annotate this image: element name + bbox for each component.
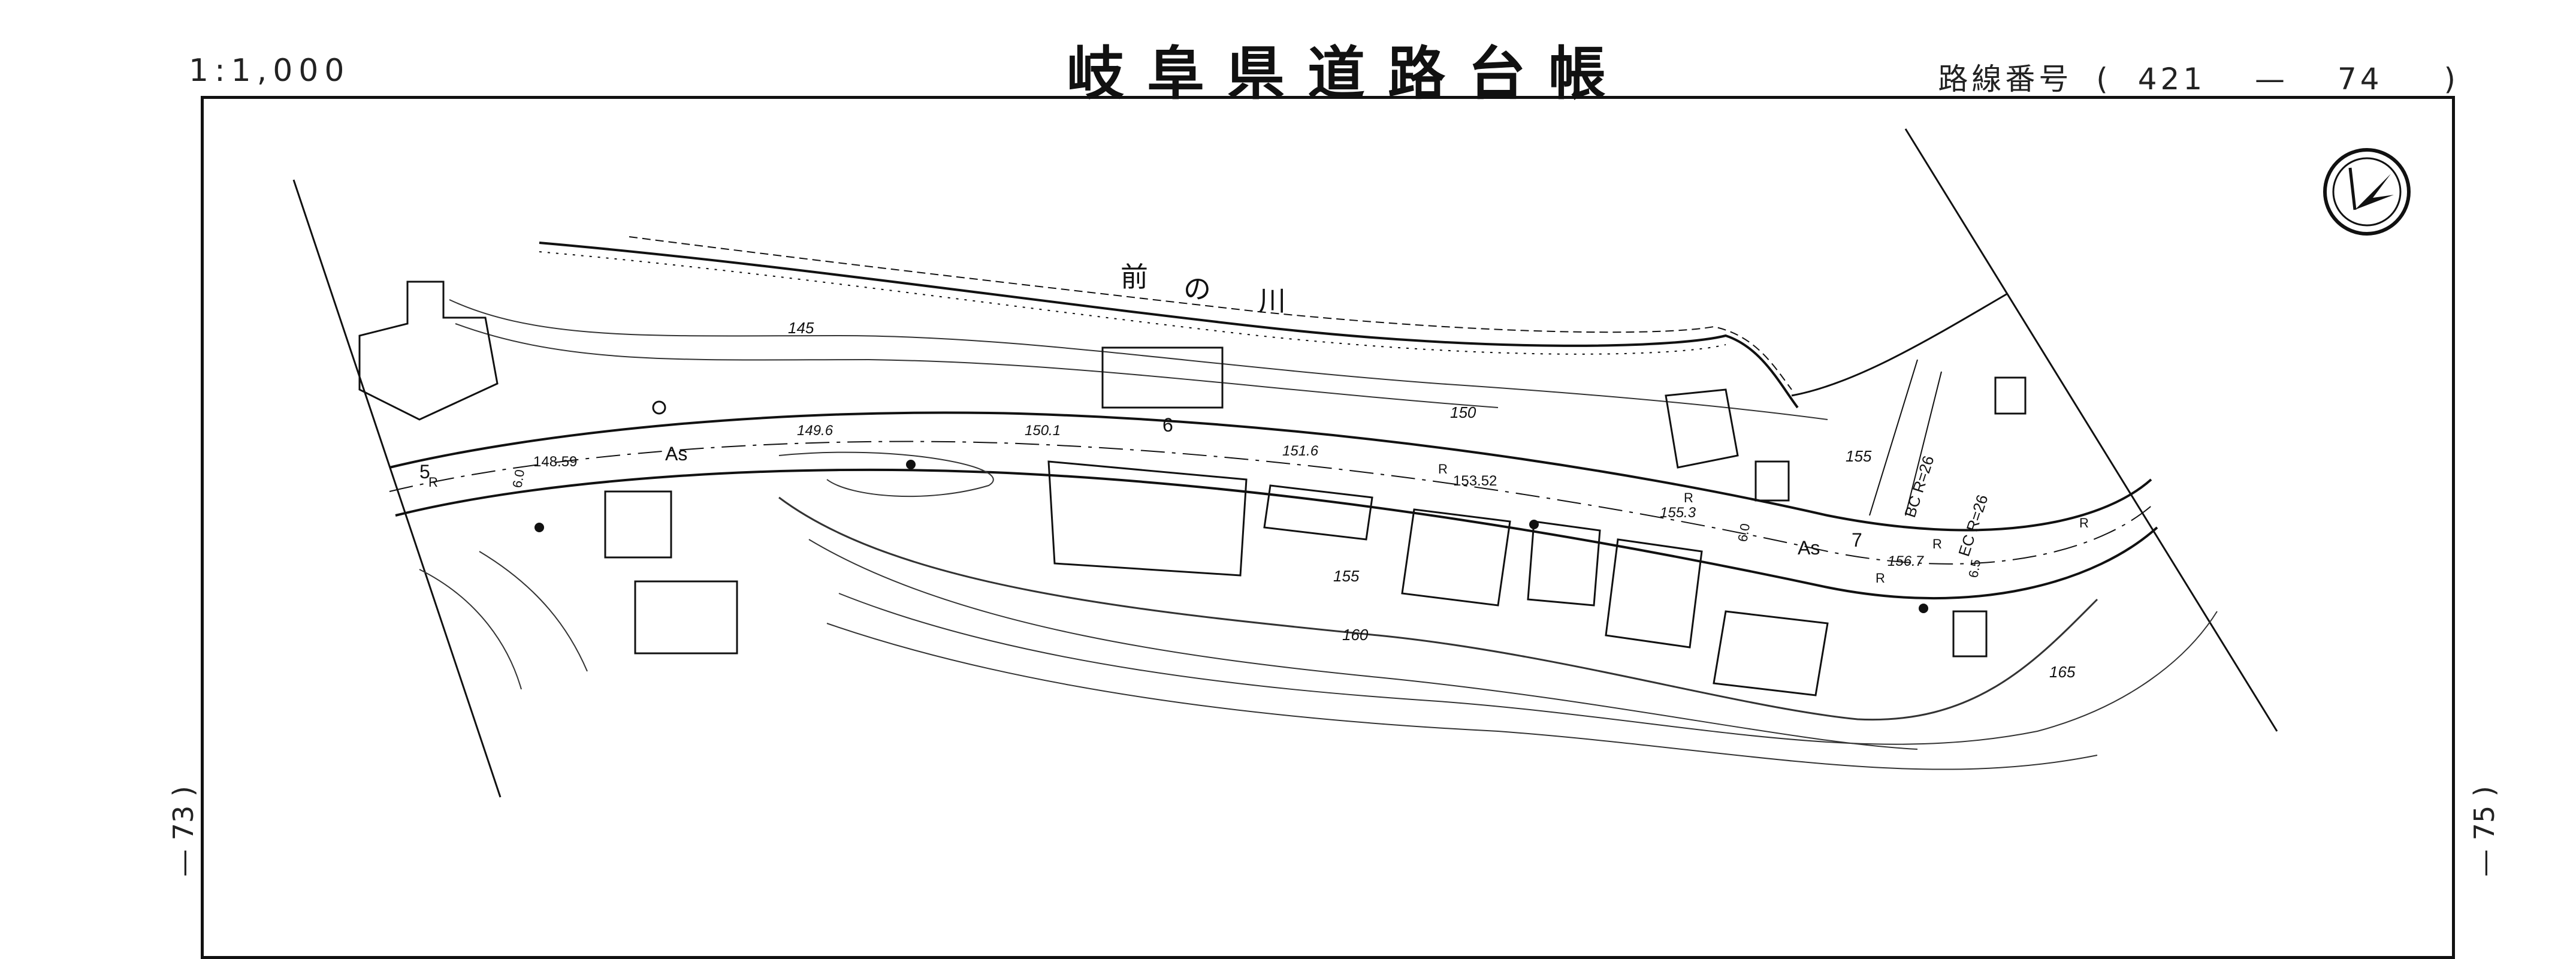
elevation-155-3: 155.3 [1660,505,1696,521]
bc-curve-label: BC R=26 [1901,454,1937,520]
elevation-156-7: 156.7 [1888,553,1925,569]
elevation-150-1: 150.1 [1025,423,1061,439]
contour-165: 165 [2049,663,2076,681]
elevation-149-6: 149.6 [797,423,833,439]
right-boundary-line [1904,128,2278,732]
station-7: 7 [1852,529,1862,551]
river [539,236,2008,409]
road-width-6-0-b: 6.0 [1735,522,1753,542]
route-from: 421 [2137,62,2206,96]
contour-145: 145 [788,319,814,337]
route-number: 路線番号 ( 421 — 74 ) [1938,55,2459,98]
survey-points [534,400,1928,613]
route-open-paren: ( [2096,62,2112,96]
north-arrow-icon [2323,148,2411,236]
elevation-148-59: 148.59 [533,454,577,470]
contour-150: 150 [1450,403,1476,421]
station-6: 6 [1162,414,1173,436]
road [389,411,2158,600]
road-width-6-0-a: 6.0 [509,468,527,488]
r-mark: R [1932,536,1942,551]
road-surface-label: As [665,443,687,465]
r-mark: R [1876,571,1885,586]
ec-curve-label: EC R=26 [1955,493,1991,559]
river-label-1: 前 [1121,261,1148,292]
route-close-paren: ) [2444,62,2459,96]
r-mark: R [428,475,438,490]
elevation-153-52: 153.52 [1453,473,1497,489]
elevation-151-6: 151.6 [1282,443,1319,459]
road-width-6-5: 6.5 [1965,558,1983,578]
route-to: 74 [2337,62,2383,96]
map-scale: 1:1,000 [189,53,351,89]
contour-155-b: 155 [1333,567,1360,585]
r-mark: R [1684,490,1693,505]
contour-lines [419,299,2218,770]
station-5: 5 [419,461,430,482]
contour-155-a: 155 [1846,447,1872,465]
route-dash: — [2255,62,2289,96]
r-mark: R [1438,462,1448,477]
route-prefix: 路線番号 [1938,62,2073,96]
r-mark: R [2079,515,2089,530]
curve-chord-lines [1869,359,1942,516]
river-label-2: の [1183,273,1211,304]
river-label-3: 川 [1258,285,1286,316]
road-surface-label-2: As [1798,537,1820,559]
contour-160: 160 [1342,626,1369,644]
buildings [358,281,2027,696]
left-boundary-line [292,179,502,798]
